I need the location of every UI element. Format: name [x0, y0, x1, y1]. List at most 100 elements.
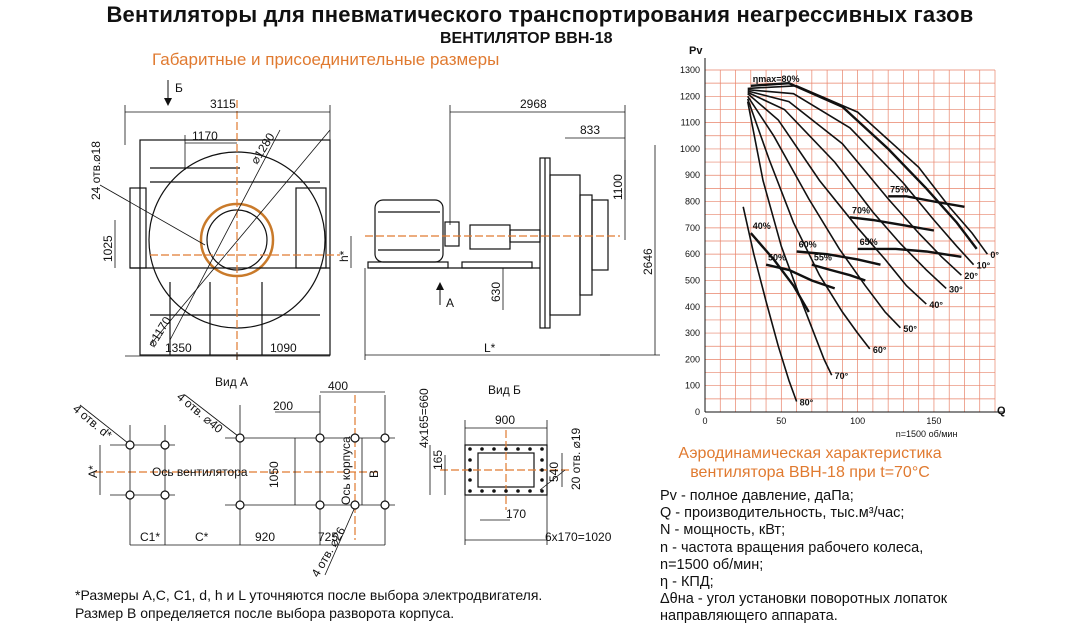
series-label: 10°: [977, 261, 991, 271]
side-outlet-flange: [591, 199, 609, 271]
series-line: [747, 95, 901, 329]
efficiency-label: 50%: [768, 253, 786, 263]
dim-920: 920: [255, 530, 275, 544]
series-label: 80°: [800, 397, 814, 407]
y-tick-label: 900: [685, 170, 700, 180]
axis-body-label: Ось корпуса: [339, 436, 353, 505]
dim-height-axis: 1025: [101, 235, 115, 262]
footnote-line-2: Размер В определяется после выбора разво…: [75, 605, 455, 621]
y-axis-label: Pv: [689, 45, 703, 57]
dim-200: 200: [273, 399, 293, 413]
dim-length-L: L*: [484, 341, 496, 355]
y-tick-label: 0: [695, 407, 700, 417]
legend-line-speed-value: n=1500 об/мин;: [660, 556, 764, 573]
motor-frame: [367, 261, 449, 269]
x-axis-label: Q: [997, 405, 1006, 417]
speed-note: n=1500 об/мин: [896, 429, 958, 439]
y-tick-label: 400: [685, 302, 700, 312]
dim-height-foot: 630: [489, 282, 503, 302]
series-line: [747, 88, 975, 266]
bearing-block: [469, 224, 511, 250]
page-title: Вентиляторы для пневматического транспор…: [106, 2, 974, 27]
dim-width-right: 1090: [270, 341, 297, 355]
y-tick-label: 500: [685, 275, 700, 285]
legend-line-theta: Δθна - угол установки поворотных лопаток: [660, 591, 948, 608]
series-label: 60°: [873, 345, 887, 355]
legend: Pv - полное давление, даПа; Q - производ…: [660, 488, 947, 626]
y-tick-label: 1300: [680, 65, 700, 75]
dim-725: 725: [318, 530, 338, 544]
series-line: [747, 90, 962, 276]
efficiency-label: ηmax=80%: [753, 74, 800, 84]
dim-540: 540: [547, 462, 561, 482]
x-tick-label: 100: [850, 416, 865, 426]
series-line: [746, 101, 833, 376]
dim-width-top: 1170: [192, 129, 218, 143]
y-tick-label: 700: [685, 223, 700, 233]
chart-grid: [704, 69, 996, 413]
fan-model-subtitle: ВЕНТИЛЯТОР ВВН-18: [440, 30, 613, 47]
efficiency-label: 75%: [890, 184, 908, 194]
chart-axes: [704, 58, 1005, 413]
series-line: [747, 84, 989, 255]
front-left-foot: [129, 187, 147, 269]
aero-chart: 0100200300400500600700800900100011001200…: [680, 45, 1006, 439]
series-label: 40°: [929, 300, 943, 310]
legend-line-n: N - мощность, кВт;: [660, 522, 786, 539]
series-line: [747, 91, 947, 289]
y-tick-label: 800: [685, 197, 700, 207]
dim-B: В: [367, 470, 381, 478]
dim-165: 165: [431, 450, 445, 470]
y-tick-label: 1200: [680, 91, 700, 101]
dim-C1: С1*: [140, 530, 160, 544]
label-holes-d: 4 отв. d*: [70, 402, 115, 443]
footnote-line-1: *Размеры А,С, С1, d, h и L уточняются по…: [75, 587, 543, 603]
series-line: [747, 93, 927, 305]
legend-line-theta-cont: направляющего аппарата.: [660, 608, 838, 625]
efficiency-label: 40%: [753, 221, 771, 231]
view-b-label: Вид Б: [488, 383, 521, 397]
efficiency-curve: [888, 195, 965, 208]
chart-series: [742, 84, 989, 402]
view-b-holes: [468, 447, 544, 493]
y-tick-label: 1000: [680, 144, 700, 154]
dim-height-right: 1100: [611, 174, 625, 200]
series-label: 0°: [990, 250, 999, 260]
dim-height-total: 2646: [641, 248, 655, 275]
dim-6x170: 6х170=1020: [545, 530, 612, 544]
dim-900: 900: [495, 413, 515, 427]
series-label: 50°: [903, 324, 917, 334]
dim-width-left: 1350: [165, 341, 192, 355]
dim-400: 400: [328, 379, 348, 393]
view-a-label: Вид А: [215, 375, 248, 389]
y-tick-label: 600: [685, 249, 700, 259]
label-holes-18: 24 отв.⌀18: [89, 141, 103, 200]
aero-chart-title: Аэродинамическая характеристика вентилят…: [678, 445, 942, 481]
series-label: 20°: [964, 271, 978, 281]
legend-line-q: Q - производительность, тыс.м³/час;: [660, 505, 905, 522]
chart-efficiency-curves: [749, 81, 978, 313]
technical-drawing: Б 3115 1170 24 отв.⌀18 ⌀1280 ⌀1170 1025 …: [70, 80, 660, 580]
label-holes-40: 4 отв. ⌀40: [174, 390, 226, 437]
efficiency-curve: [849, 216, 935, 232]
dim-A: А*: [86, 465, 100, 478]
legend-line-speed: n - частота вращения рабочего колеса,: [660, 539, 924, 556]
dim-C: С*: [195, 530, 209, 544]
dim-diameter-outer: ⌀1280: [248, 130, 278, 166]
series-line: [742, 206, 798, 402]
motor-body: [374, 199, 444, 263]
chart-labels: 0100200300400500600700800900100011001200…: [680, 45, 1006, 439]
dim-170: 170: [506, 507, 526, 521]
y-tick-label: 200: [685, 354, 700, 364]
series-line: [746, 98, 871, 350]
view-b-marker: Б: [175, 81, 183, 95]
dim-length-top: 2968: [520, 97, 547, 111]
y-tick-label: 1100: [681, 118, 700, 128]
label-holes-19: 20 отв. ⌀19: [569, 427, 583, 490]
view-a-holes: [125, 433, 390, 510]
efficiency-label: 55%: [814, 253, 832, 263]
x-tick-label: 150: [926, 416, 941, 426]
efficiency-curve: [750, 81, 978, 250]
dim-offset-right: 833: [580, 123, 600, 137]
axis-fan-label: Ось вентилятора: [152, 465, 248, 479]
